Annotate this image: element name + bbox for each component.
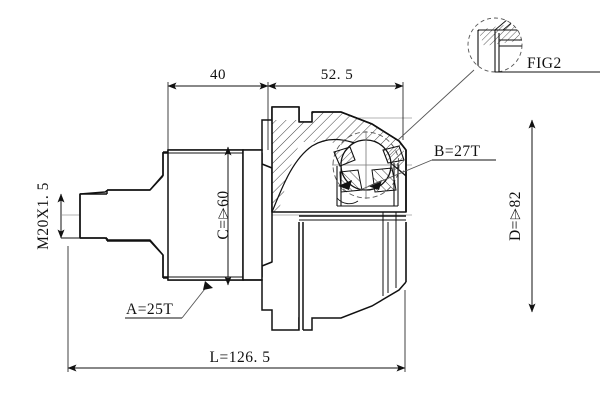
callout-a-25t-label: A=25T xyxy=(126,301,173,318)
dimension-overall-length-label: L=126. 5 xyxy=(210,349,271,366)
detail-view-fig2-label: FIG2 xyxy=(527,55,562,72)
callout-b-27t-label: B=27T xyxy=(434,143,481,160)
dimension-c-bore: C=⌲60 xyxy=(215,146,232,286)
callout-a-25t: A=25T xyxy=(125,281,213,319)
dimension-thread-m20: M20X1. 5 xyxy=(35,182,84,250)
dimension-d-outer: D=⌲82 xyxy=(507,119,536,313)
detail-view-fig2: FIG2 xyxy=(397,17,600,141)
dimension-40: 40 xyxy=(167,67,269,155)
dimension-52-5-label: 52. 5 xyxy=(321,67,354,83)
dimension-40-label: 40 xyxy=(210,67,226,83)
dimension-overall-length: L=126. 5 xyxy=(67,246,406,372)
dimension-c-bore-label: C=⌲60 xyxy=(215,190,232,239)
callout-b-27t: B=27T xyxy=(359,143,496,191)
stub-shaft-profile-lines xyxy=(79,151,168,279)
dimension-52-5: 52. 5 xyxy=(267,67,404,140)
ball-cage-assembly xyxy=(332,131,405,207)
boot-and-lower-housing xyxy=(298,212,407,336)
thread-spec-label: M20X1. 5 xyxy=(35,182,52,250)
dimension-d-outer-label: D=⌲82 xyxy=(507,191,524,241)
